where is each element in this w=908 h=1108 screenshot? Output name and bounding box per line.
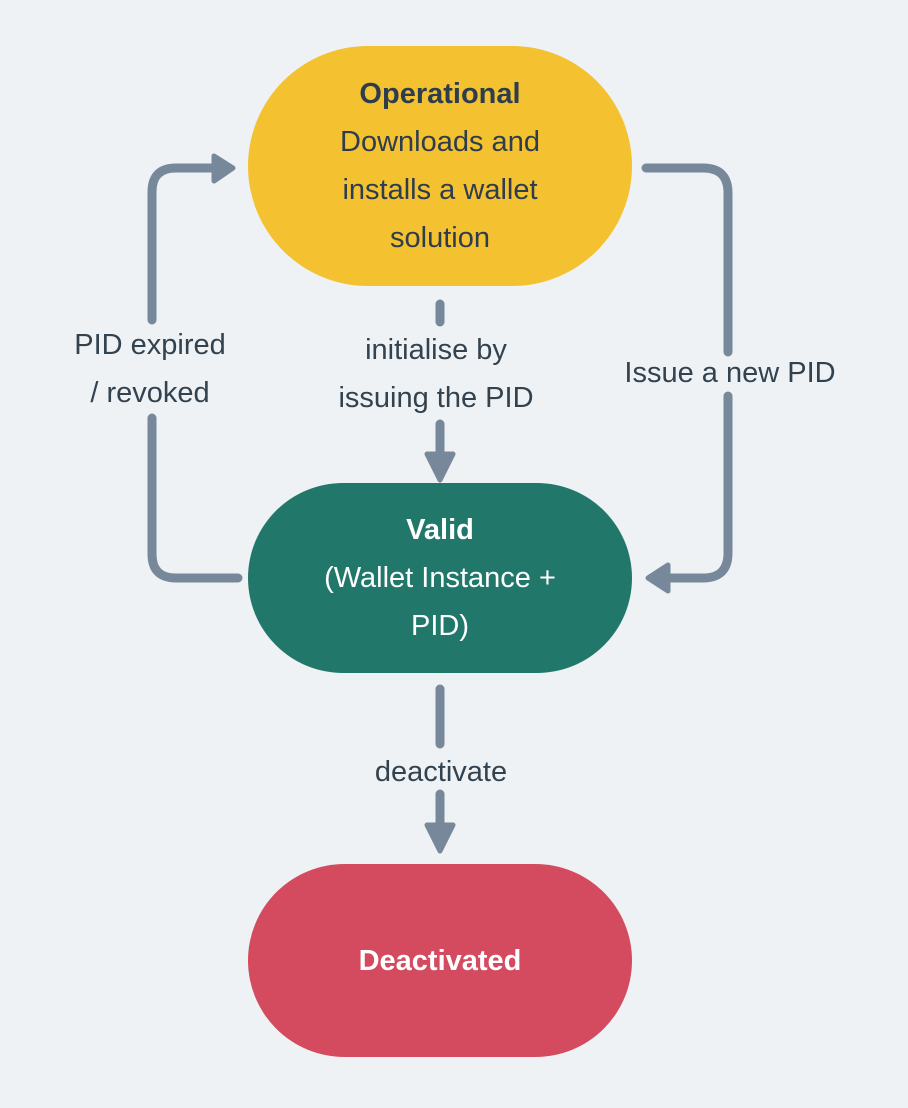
edge-label-line: Issue a new PID xyxy=(624,357,836,389)
edge-label-line: PID expired xyxy=(74,329,226,361)
deactivate-arrowhead xyxy=(424,822,456,854)
edge-label-line: deactivate xyxy=(374,756,508,788)
state-node-deactivated: Deactivated xyxy=(248,864,632,1057)
edge-label-line: initialise by xyxy=(365,334,507,366)
edge-label-line: / revoked xyxy=(90,377,210,409)
edge-issue-new-pid-line xyxy=(641,163,733,594)
node-title: Deactivated xyxy=(358,944,522,977)
node-body-line: installs a wallet xyxy=(342,174,538,206)
state-node-operational: Operational Downloads and installs a wal… xyxy=(248,46,632,286)
edge-label-deactivate: deactivate xyxy=(311,748,571,796)
state-node-valid: Valid (Wallet Instance + PID) xyxy=(248,483,632,673)
node-title: Operational xyxy=(359,78,521,110)
edge-deactivate-line xyxy=(424,684,456,854)
edge-initialise-line xyxy=(424,299,456,483)
node-body-line: PID) xyxy=(411,610,469,642)
node-body-line: solution xyxy=(390,222,490,254)
node-body-line: (Wallet Instance + xyxy=(324,562,556,594)
issue-new-pid-arrowhead xyxy=(645,562,671,594)
edge-label-pid-expired: PID expired / revoked xyxy=(20,321,280,417)
edge-label-line: issuing the PID xyxy=(338,382,534,414)
initialise-arrowhead xyxy=(424,451,456,483)
pid-expired-arrowhead xyxy=(211,153,236,184)
edge-pid-expired-line xyxy=(147,153,243,583)
node-body-line: Downloads and xyxy=(340,126,540,158)
node-title: Valid xyxy=(406,514,474,546)
edge-label-initialise: initialise by issuing the PID xyxy=(306,326,566,422)
edge-label-issue-new-pid: Issue a new PID xyxy=(600,349,860,397)
